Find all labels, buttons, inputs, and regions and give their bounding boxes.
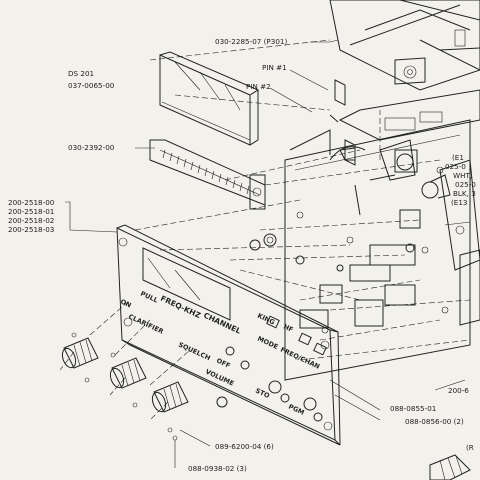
- faceplate-sto-label: STO: [254, 387, 271, 401]
- faceplate-channel-label: CHANNEL: [202, 311, 242, 336]
- label-display-part: 037-0065-00: [68, 81, 115, 90]
- label-ds201: DS 201: [68, 69, 94, 78]
- faceplate-squelch-label: SQUELCH: [177, 341, 211, 363]
- faceplate-volume-label: VOLUME: [204, 368, 235, 388]
- faceplate-hf-label: HF: [282, 323, 294, 334]
- label-bottom-r: (R: [466, 443, 474, 452]
- faceplate-mode-label: MODE: [256, 335, 279, 351]
- label-part-0938: 088-0938-02 (3): [188, 464, 247, 473]
- label-panel-part-4: 200-2518-03: [8, 225, 54, 234]
- label-right-e1: (E1: [452, 153, 464, 162]
- right-side-bracket: [439, 159, 480, 326]
- label-right-025a: 025-0: [445, 162, 466, 171]
- label-pin-1: PIN #1: [262, 63, 287, 72]
- faceplate-king-label: KING: [256, 312, 276, 327]
- knob-clarifier: [61, 337, 99, 369]
- faceplate-on-label: ON: [119, 298, 132, 310]
- faceplate-off-label: OFF: [215, 357, 231, 370]
- label-right-200: 200-6: [448, 386, 469, 395]
- knob-volume: [151, 381, 189, 413]
- label-part-0856: 088-0856-00 (2): [405, 417, 464, 426]
- pin-assemblies: [289, 79, 416, 181]
- label-right-blk: BLK, 3: [453, 189, 476, 198]
- label-right-wht: WHT,: [453, 171, 472, 180]
- chassis-top: [329, 0, 480, 141]
- connector-strip: [149, 139, 266, 210]
- label-right-025b: 025-0: [455, 180, 476, 189]
- label-p301: 030-2285-07 (P301): [215, 37, 287, 46]
- circuit-board: [284, 119, 471, 381]
- leader-lines: [65, 39, 471, 468]
- label-part-6200: 089-6200-04 (6): [215, 442, 274, 451]
- label-connector-part: 030-2392-00: [68, 143, 115, 152]
- label-panel-part-3: 200-2518-02: [8, 216, 54, 225]
- faceplate-pull-label: PULL: [139, 290, 159, 305]
- faceplate-clarifier-label: CLARIFIER: [127, 313, 165, 336]
- label-panel-part-2: 200-2518-01: [8, 207, 54, 216]
- knob-squelch: [109, 357, 147, 389]
- label-panel-part-1: 200-2518-00: [8, 198, 55, 207]
- faceplate-pgm-label: PGM: [287, 403, 305, 417]
- hardware-fasteners: [249, 233, 415, 329]
- bottom-right-knob: [429, 454, 471, 480]
- front-knobs: [61, 332, 189, 441]
- label-pin-2: PIN #2: [246, 82, 271, 91]
- label-part-0855: 088-0855-01: [390, 404, 436, 413]
- display-module: [159, 51, 260, 146]
- label-right-e13: (E13: [451, 198, 468, 207]
